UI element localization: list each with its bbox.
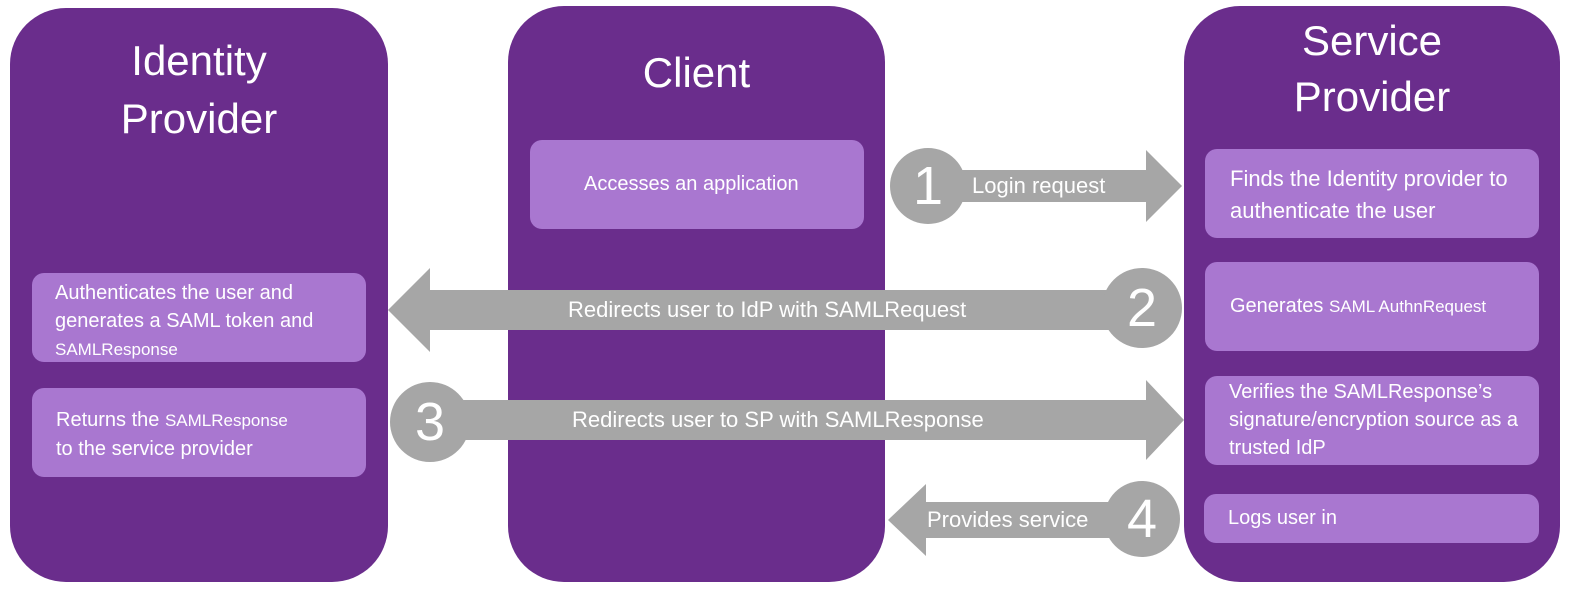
- sp-find-idp-text: Finds the Identity provider to authentic…: [1230, 166, 1508, 223]
- sp-generate-box: Generates SAML AuthnRequest: [1205, 262, 1539, 351]
- arrow-1-label: Login request: [972, 173, 1106, 198]
- sp-find-idp-box: Finds the Identity provider to authentic…: [1205, 149, 1539, 238]
- step-3-number: 3: [414, 392, 446, 452]
- arrow-3: [430, 380, 1184, 460]
- idp-returns-box: Returns the SAMLResponse to the service …: [32, 388, 366, 477]
- step-4-circle: [1104, 481, 1180, 557]
- idp-title-line1: Identity: [131, 37, 267, 84]
- sp-login-text: Logs user in: [1228, 507, 1337, 529]
- identity-provider-title: Identity Provider: [10, 34, 388, 146]
- client-title: Client: [642, 49, 751, 96]
- sp-generate-pre: Generates: [1230, 295, 1324, 317]
- idp-returns-post: to the service provider: [56, 438, 253, 460]
- idp-returns-pre: Returns the: [56, 409, 160, 431]
- arrow-3-label: Redirects user to SP with SAMLResponse: [572, 407, 984, 432]
- step-1-circle: [890, 148, 966, 224]
- sp-verify-box: Verifies the SAMLResponse’s signature/en…: [1205, 376, 1539, 465]
- arrow-1: [930, 150, 1182, 222]
- arrow-4-label: Provides service: [927, 507, 1089, 532]
- step-2-number: 2: [1126, 278, 1158, 338]
- arrow-2-label: Redirects user to IdP with SAMLRequest: [568, 297, 967, 322]
- sp-verify-text: Verifies the SAMLResponse’s signature/en…: [1229, 381, 1519, 459]
- idp-title-line2: Provider: [120, 95, 278, 142]
- idp-returns-small: SAMLResponse: [164, 411, 288, 430]
- idp-authenticate-box: Authenticates the user and generates a S…: [32, 273, 366, 362]
- step-4-number: 4: [1126, 489, 1158, 549]
- step-2-circle: [1102, 268, 1182, 348]
- step-3-circle: [390, 382, 470, 462]
- service-provider-title: Service Provider: [1184, 14, 1560, 124]
- arrow-4: [888, 484, 1140, 556]
- client-access-box: Accesses an application: [530, 140, 864, 229]
- idp-authenticate-text: Authenticates the user and generates a S…: [55, 282, 314, 332]
- idp-authenticate-small: SAMLResponse: [55, 340, 178, 359]
- sp-title-line1: Service: [1301, 17, 1443, 64]
- arrow-2: [388, 268, 1140, 352]
- sp-title-line2: Provider: [1293, 73, 1451, 120]
- step-1-number: 1: [912, 156, 944, 216]
- sp-login-box: Logs user in: [1204, 494, 1539, 543]
- sp-generate-small: SAML AuthnRequest: [1328, 297, 1487, 316]
- client-access-text: Accesses an application: [584, 173, 799, 195]
